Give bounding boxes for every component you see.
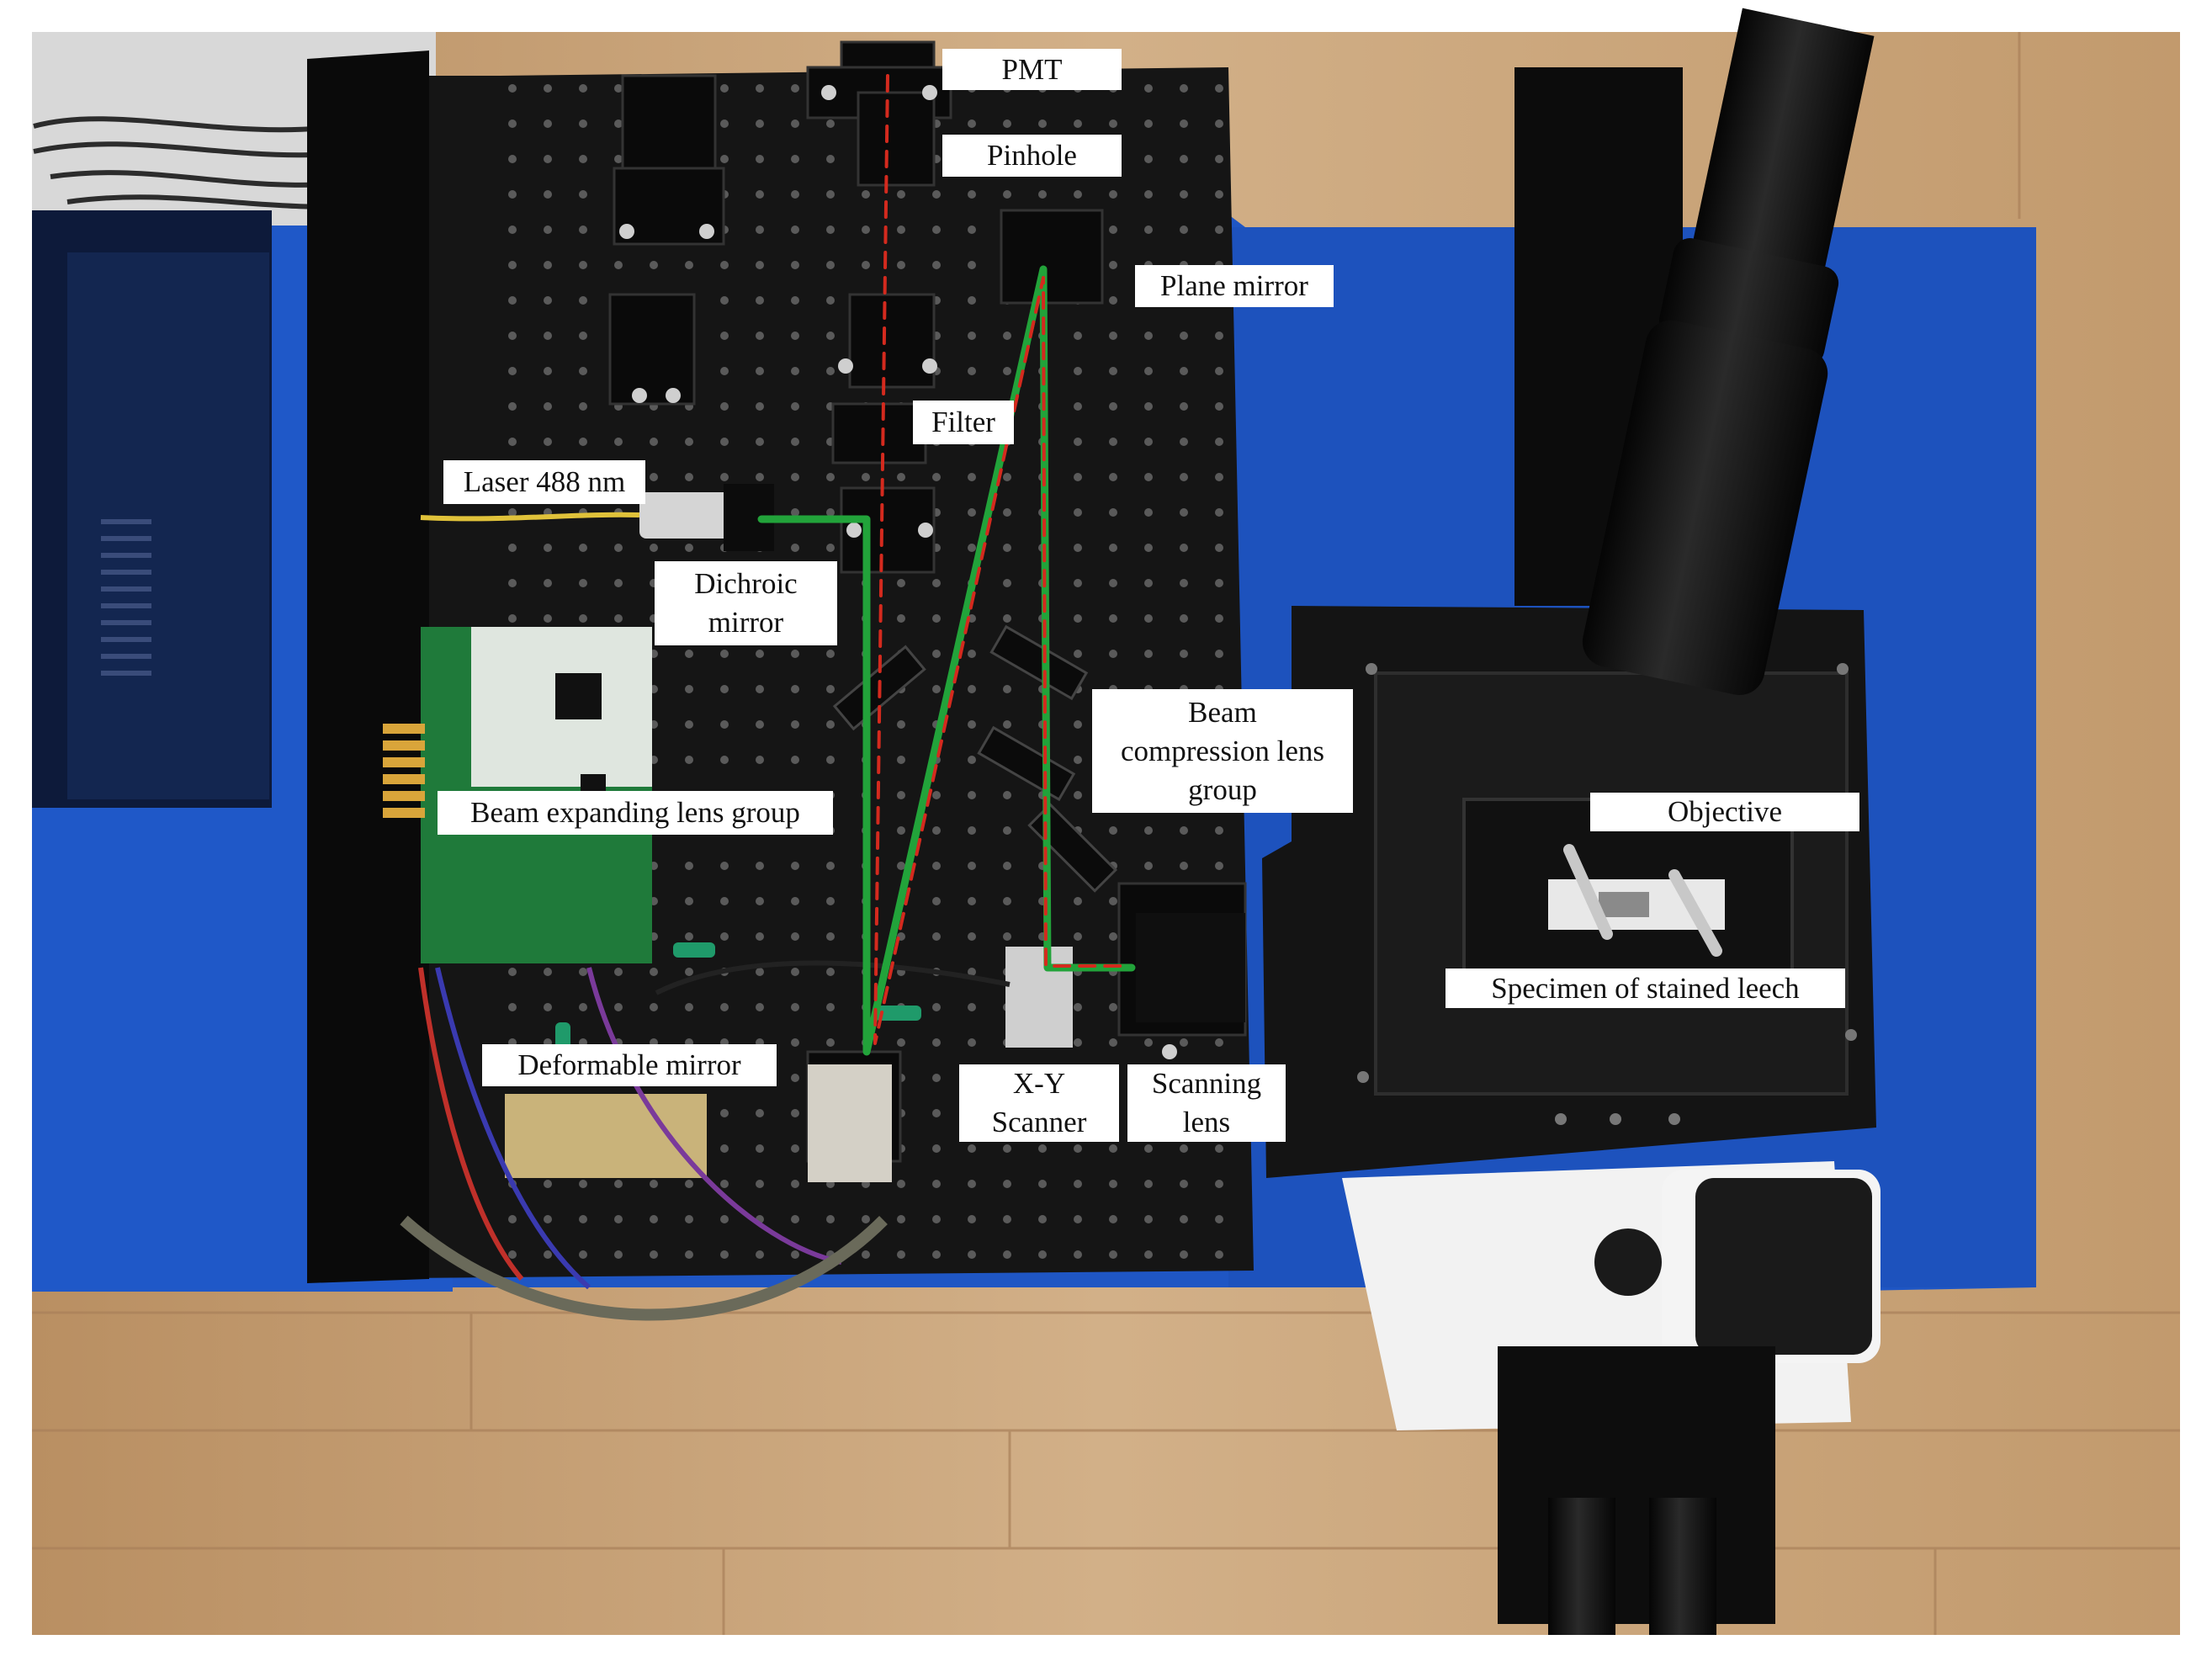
label-pmt: PMT: [942, 49, 1122, 90]
laser-fiber: [420, 512, 640, 522]
emission-beam: [873, 74, 1129, 1045]
label-beam-compression-lens-group: Beam compression lens group: [1092, 689, 1353, 813]
scanning-lens: [1136, 913, 1245, 1022]
label-beam-expanding-lens-group: Beam expanding lens group: [438, 791, 833, 835]
label-objective: Objective: [1590, 793, 1859, 831]
optical-beam-path: [757, 74, 1136, 1056]
slide-clips: [1563, 844, 1722, 957]
label-laser-text: Laser 488 nm: [463, 465, 626, 498]
laser-head: [639, 492, 732, 539]
cables: [400, 960, 1011, 1321]
label-objective-text: Objective: [1667, 795, 1783, 828]
label-beam-expanding-text: Beam expanding lens group: [470, 796, 800, 829]
label-xy-scanner-line1: X-Y: [1012, 1067, 1066, 1100]
label-xy-scanner: X-Y Scanner: [959, 1064, 1119, 1142]
label-pinhole-text: Pinhole: [987, 139, 1077, 172]
microscope-stand-lower: [1498, 1346, 1775, 1624]
vent-slots: [101, 519, 151, 676]
label-deformable-mirror-text: Deformable mirror: [517, 1048, 741, 1081]
mount-screws: [619, 85, 1177, 1059]
label-laser: Laser 488 nm: [443, 460, 645, 504]
label-specimen-text: Specimen of stained leech: [1491, 971, 1800, 1005]
label-specimen: Specimen of stained leech: [1445, 968, 1845, 1008]
label-scanning-lens-line2: lens: [1182, 1106, 1231, 1138]
stage-screws: [1357, 663, 1857, 1125]
label-filter: Filter: [913, 401, 1014, 444]
objective-tube: [1582, 8, 1875, 696]
label-scanning-lens-line1: Scanning: [1151, 1067, 1262, 1100]
deformable-mirror-driver: [505, 1094, 707, 1178]
specimen-stained-leech: [1599, 892, 1649, 917]
connector-strip: [383, 724, 425, 818]
enclosure-side-panel: [307, 50, 429, 1283]
label-plane-mirror: Plane mirror: [1135, 265, 1334, 307]
label-beam-compression-line2: compression lens: [1120, 734, 1325, 767]
label-filter-text: Filter: [931, 406, 995, 438]
xy-scanner-body: [1005, 947, 1073, 1048]
label-deformable-mirror: Deformable mirror: [482, 1044, 777, 1086]
label-beam-compression-line3: group: [1188, 772, 1257, 806]
label-pmt-text: PMT: [1001, 52, 1063, 86]
label-xy-scanner-line2: Scanner: [991, 1106, 1087, 1138]
deformable-mirror-body: [808, 1064, 892, 1182]
label-dichroic-line1: Dichroic: [694, 567, 798, 600]
label-dichroic-line2: mirror: [708, 606, 784, 639]
label-dichroic-mirror: Dichroic mirror: [655, 561, 837, 645]
label-plane-mirror-text: Plane mirror: [1160, 269, 1308, 302]
label-pinhole: Pinhole: [942, 135, 1122, 177]
label-scanning-lens: Scanning lens: [1127, 1064, 1286, 1142]
label-beam-compression-line1: Beam: [1188, 695, 1257, 729]
